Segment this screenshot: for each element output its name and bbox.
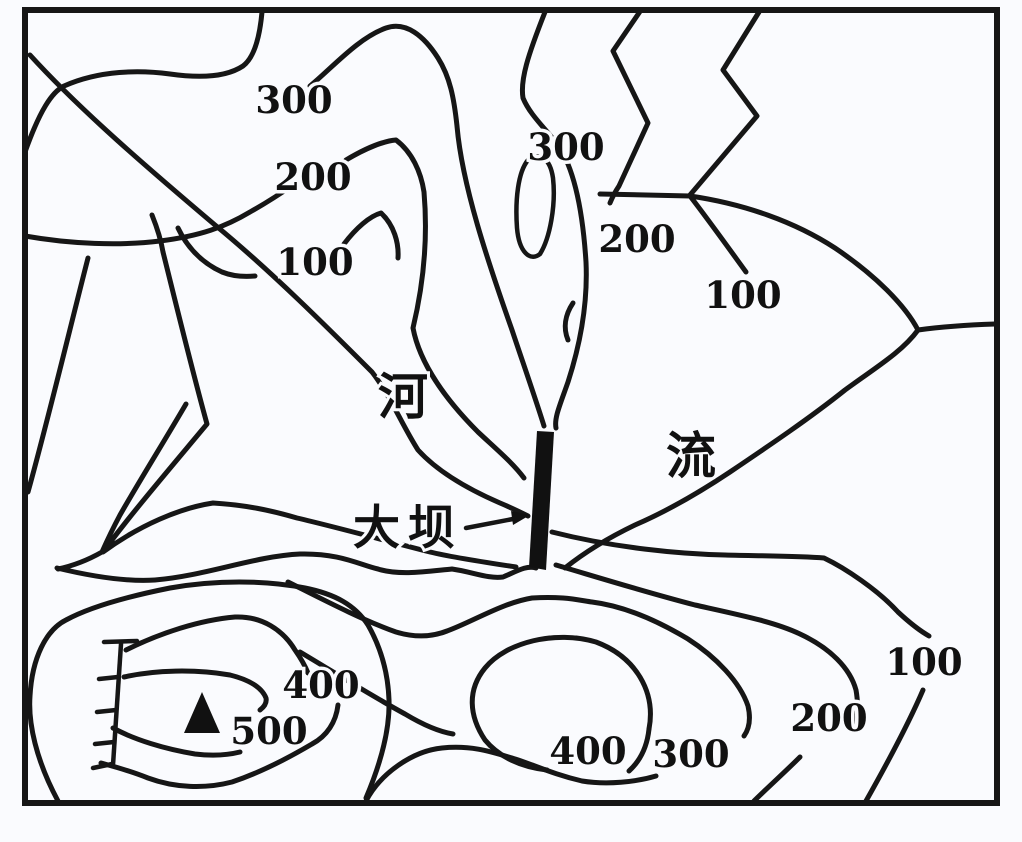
contour-label-ne-200: 200	[598, 217, 675, 261]
contour-se-300-top	[285, 579, 752, 739]
contour-label-se-100: 100	[885, 640, 962, 684]
contour-junction-horizontal	[597, 191, 693, 199]
map-frame	[22, 7, 1000, 806]
contour-se-100-lower	[863, 687, 926, 804]
contour-cross-line	[55, 401, 189, 572]
contour-se-400-ring-close	[626, 726, 652, 774]
contour-label-se-300: 300	[652, 732, 729, 776]
contour-label-ne-100: 100	[704, 273, 781, 317]
contour-label-sw-400: 400	[282, 663, 359, 707]
contour-line-west-arc	[25, 255, 91, 495]
contour-line-nw-100-right	[341, 210, 401, 261]
contour-line-nw-200-left	[22, 180, 299, 247]
dam-arrow-icon	[463, 511, 530, 531]
cliff-symbol	[90, 638, 140, 771]
river-label-char-2: 流	[666, 427, 716, 485]
contour-hook-below-200	[562, 300, 576, 343]
contour-line-nw-300-arch	[307, 23, 547, 429]
contour-100-to-border	[915, 321, 998, 333]
contour-label-se-400: 400	[549, 729, 626, 773]
contour-line-nw-200-right	[343, 137, 527, 481]
peak-triangle-icon	[184, 692, 220, 733]
contour-100-sweep	[562, 193, 921, 571]
contour-sw-500-bottom	[110, 725, 243, 758]
contour-line-valley-east-wall	[519, 9, 589, 431]
contour-se-approach	[297, 649, 456, 737]
contour-label-ne-300: 300	[527, 125, 604, 169]
contour-saddle-band	[54, 551, 539, 583]
contour-line-nw-100-left	[175, 225, 258, 279]
contour-label-nw-200: 200	[274, 155, 351, 199]
contour-se-200-lower	[751, 754, 803, 804]
contour-junction-branch	[687, 193, 749, 275]
contour-se-400-ring	[469, 634, 653, 773]
dam-bar	[529, 431, 554, 570]
contour-label-nw-300: 300	[255, 78, 332, 122]
contour-label-sw-500: 500	[230, 709, 307, 753]
contour-closed-oval	[514, 154, 556, 259]
contour-se-100-upper	[549, 529, 932, 639]
contour-zigzag-2	[687, 9, 762, 198]
contour-label-se-200: 200	[790, 696, 867, 740]
contour-line-nw-300-left	[22, 9, 265, 155]
contour-sw-400-right	[98, 702, 341, 789]
contour-zigzag-1	[607, 7, 651, 206]
contour-label-nw-100: 100	[276, 240, 353, 284]
contour-se-200-upper	[553, 562, 860, 732]
dam-label: 大坝	[353, 501, 463, 556]
river-line	[27, 52, 531, 519]
contour-spur-west	[100, 212, 519, 570]
contour-sw-outer-loop	[27, 579, 392, 804]
contour-sw-500-top	[121, 668, 269, 713]
contour-sw-400-top	[123, 614, 311, 676]
river-label-char-1: 河	[378, 368, 428, 426]
